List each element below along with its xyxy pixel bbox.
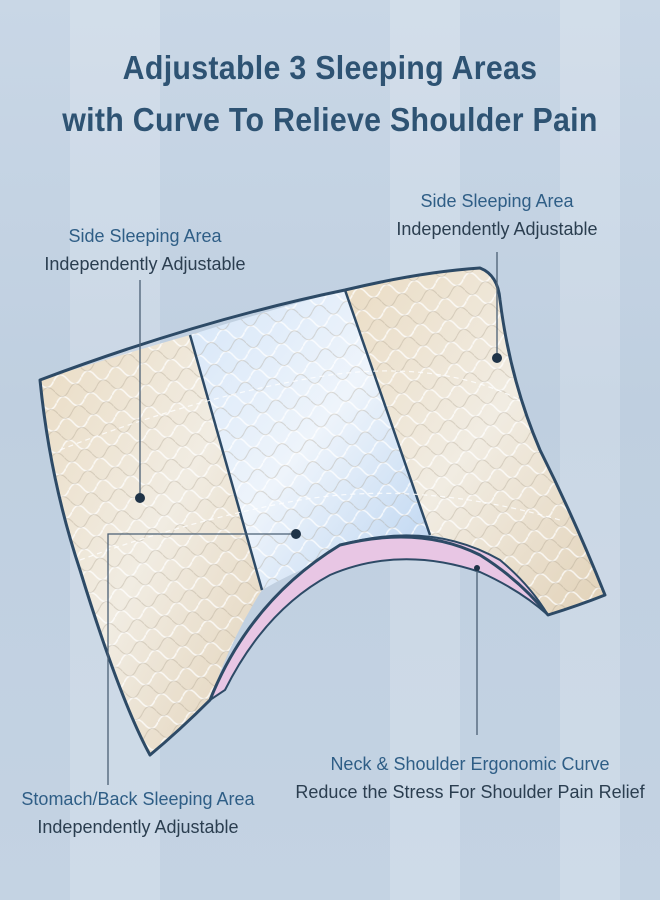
callout-line-middle (107, 529, 301, 785)
callout-heading: Neck & Shoulder Ergonomic Curve (330, 754, 610, 774)
callout-subtext: Reduce the Stress For Shoulder Pain Reli… (295, 782, 645, 802)
pillow-outline (38, 266, 607, 757)
title-line-2: with Curve To Relieve Shoulder Pain (62, 101, 598, 138)
callout-subtext: Independently Adjustable (396, 219, 598, 239)
callout-curve: Neck & Shoulder Ergonomic Curve Reduce t… (290, 750, 650, 806)
title-line-1: Adjustable 3 Sleeping Areas (122, 49, 538, 86)
page-title: Adjustable 3 Sleeping Areas with Curve T… (26, 42, 633, 146)
callout-subtext: Independently Adjustable (37, 817, 239, 837)
background-stripe (560, 0, 620, 900)
callout-line-right (492, 252, 502, 363)
callout-left-side: Side Sleeping Area Independently Adjusta… (20, 222, 270, 278)
callout-heading: Side Sleeping Area (420, 191, 574, 211)
callout-heading: Stomach/Back Sleeping Area (21, 789, 255, 809)
callout-heading: Side Sleeping Area (68, 226, 222, 246)
callout-line-left (135, 280, 145, 503)
callout-middle: Stomach/Back Sleeping Area Independently… (8, 785, 268, 841)
callout-subtext: Independently Adjustable (44, 254, 246, 274)
callout-right-side: Side Sleeping Area Independently Adjusta… (372, 187, 622, 243)
callout-line-curve (474, 565, 480, 735)
